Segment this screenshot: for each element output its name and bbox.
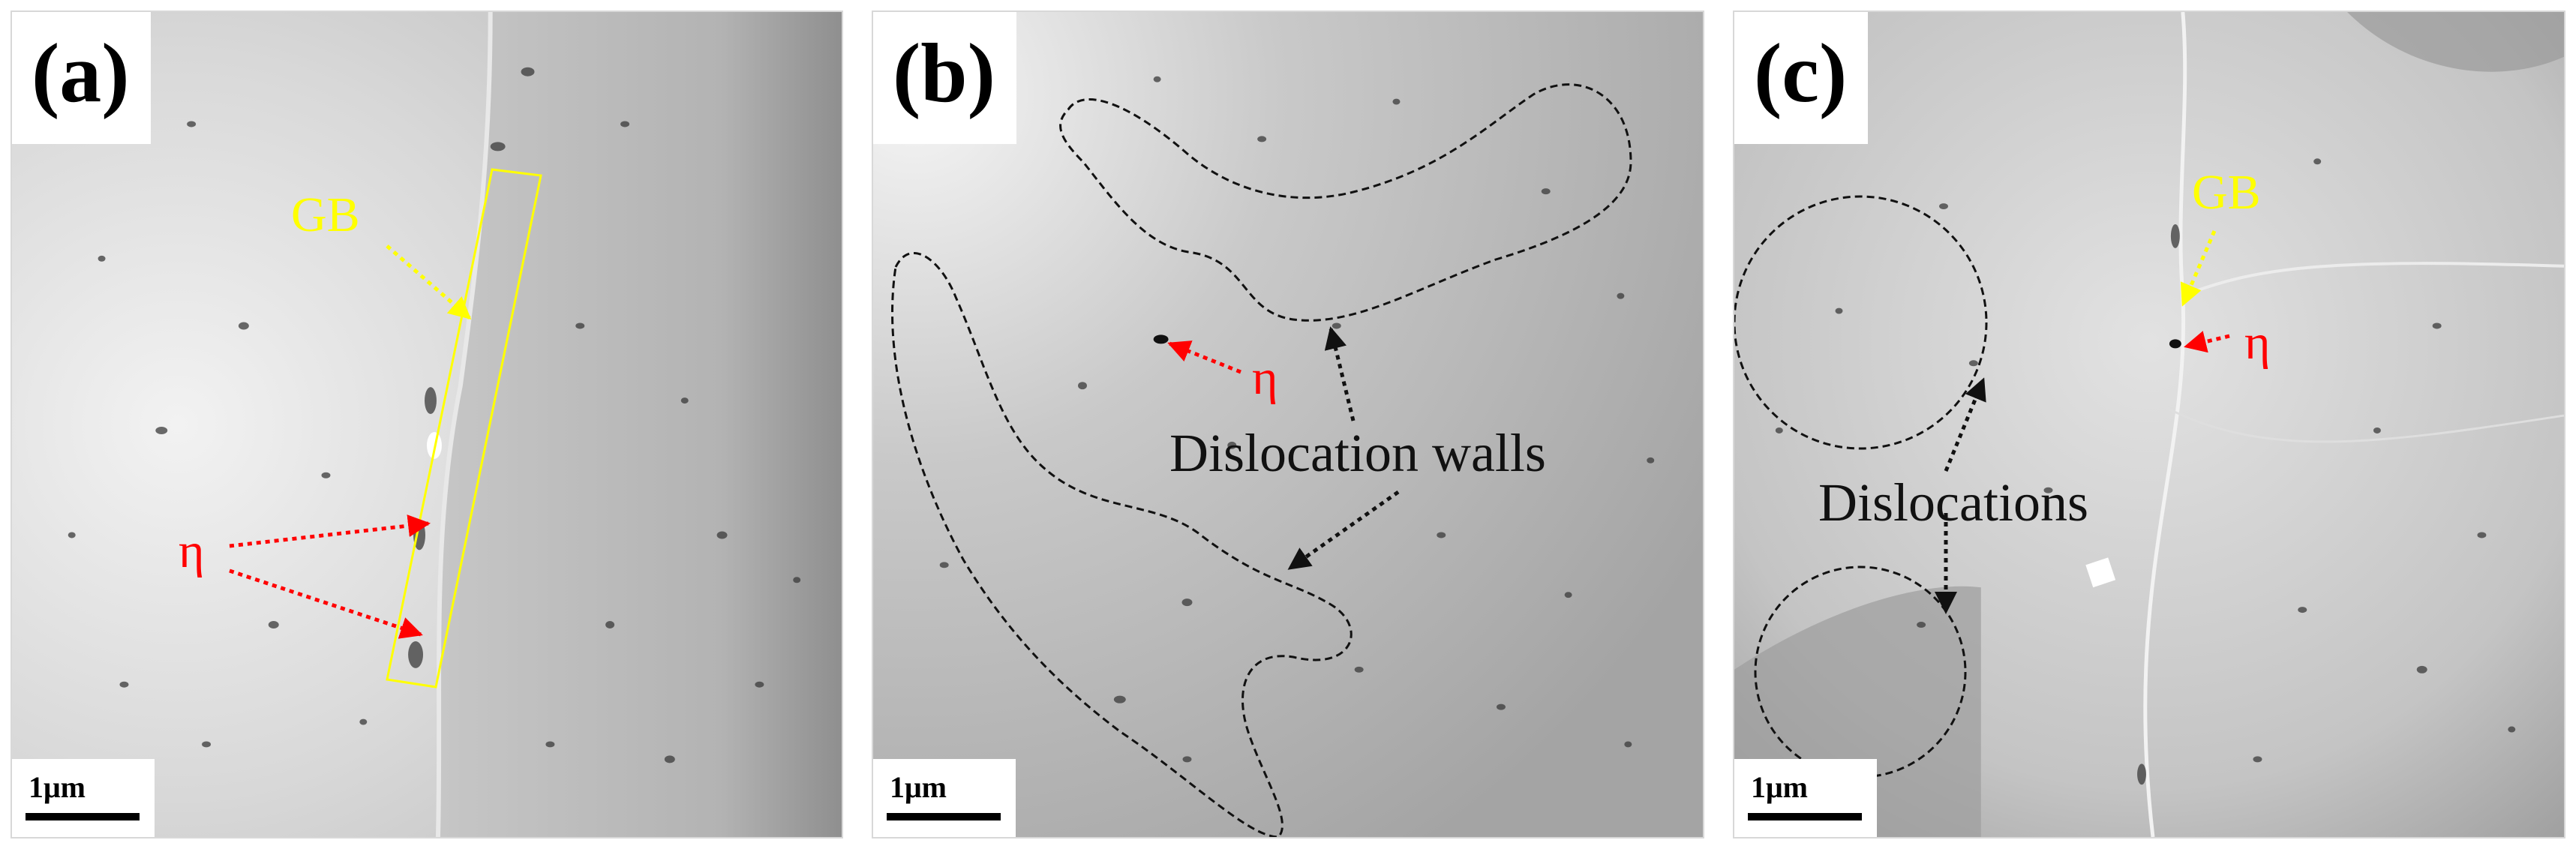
tem-micrograph-b [873, 12, 1703, 837]
gb-label: GB [2192, 165, 2261, 220]
gb-label: GB [291, 188, 360, 242]
eta-arrow [2184, 331, 2230, 353]
scale-text: 1μm [1751, 770, 1808, 804]
annotation-layer-a [229, 168, 542, 688]
dislocations-arrow-1 [1944, 377, 1986, 472]
tem-micrograph-a [12, 12, 842, 837]
scale-line [887, 813, 1001, 820]
gb-arrow [2180, 230, 2217, 307]
eta-label: η [179, 524, 205, 578]
dislocation-wall-outline-1 [1059, 83, 1632, 322]
panel-label: (c) [1734, 12, 1869, 144]
scale-text: 1μm [29, 770, 86, 804]
dislocations-label: Dislocations [1818, 472, 2088, 532]
scale-bar: 1μm [12, 759, 155, 837]
eta-label: η [1252, 350, 1278, 405]
walls-arrow-2 [1287, 490, 1400, 571]
grain-boundary-box [386, 168, 542, 688]
panel-b: η Dislocation walls (b) 1μm [872, 10, 1704, 838]
panel-label: (b) [873, 12, 1016, 144]
walls-arrow-1 [1324, 326, 1356, 422]
eta-arrow-1 [229, 514, 431, 548]
panel-label: (a) [12, 12, 151, 144]
eta-arrow-2 [229, 568, 423, 639]
panel-a: GB η (a) 1μm [11, 10, 843, 838]
gb-arrow [386, 244, 472, 320]
eta-arrow [1167, 340, 1241, 374]
dislocation-circle-2 [1754, 566, 1967, 778]
scale-bar: 1μm [1734, 759, 1877, 837]
tem-micrograph-c [1734, 12, 2564, 837]
scale-text: 1μm [890, 770, 947, 804]
eta-label: η [2244, 315, 2271, 370]
annotation-layer-b [891, 83, 1632, 837]
scale-line [1748, 813, 1862, 820]
dislocation-circle-1 [1734, 195, 1988, 450]
panel-c: GB η Dislocations (c) 1μm [1733, 10, 2565, 838]
scale-bar: 1μm [873, 759, 1016, 837]
scale-line [26, 813, 140, 820]
dislocation-walls-label: Dislocation walls [1169, 423, 1546, 483]
dislocation-wall-outline-2 [891, 252, 1353, 837]
annotation-layer-c [1734, 195, 2230, 778]
